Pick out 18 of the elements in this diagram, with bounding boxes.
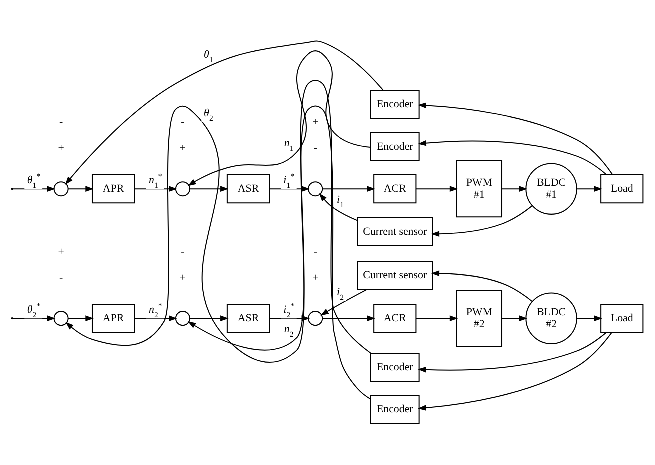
- label: -: [314, 246, 318, 258]
- label: -: [59, 116, 64, 129]
- edge-label: θ$_{2}$: [204, 107, 214, 123]
- label: -: [181, 116, 185, 129]
- edge-label: θ$_{1}$: [204, 48, 214, 64]
- edge-label: i$_{2}$: [337, 286, 344, 302]
- label: +: [180, 272, 186, 284]
- label: +: [312, 272, 319, 284]
- label: +: [58, 142, 64, 154]
- label: -: [314, 142, 318, 154]
- label: +: [312, 116, 319, 129]
- label: +: [58, 246, 64, 258]
- label: +: [180, 142, 186, 154]
- label: -: [59, 272, 64, 284]
- edge-label: n$_{2}$: [284, 323, 294, 339]
- label: -: [181, 246, 185, 258]
- edge-label: i$_{1}$: [337, 194, 344, 210]
- edge-label: n$_{1}$: [284, 138, 294, 154]
